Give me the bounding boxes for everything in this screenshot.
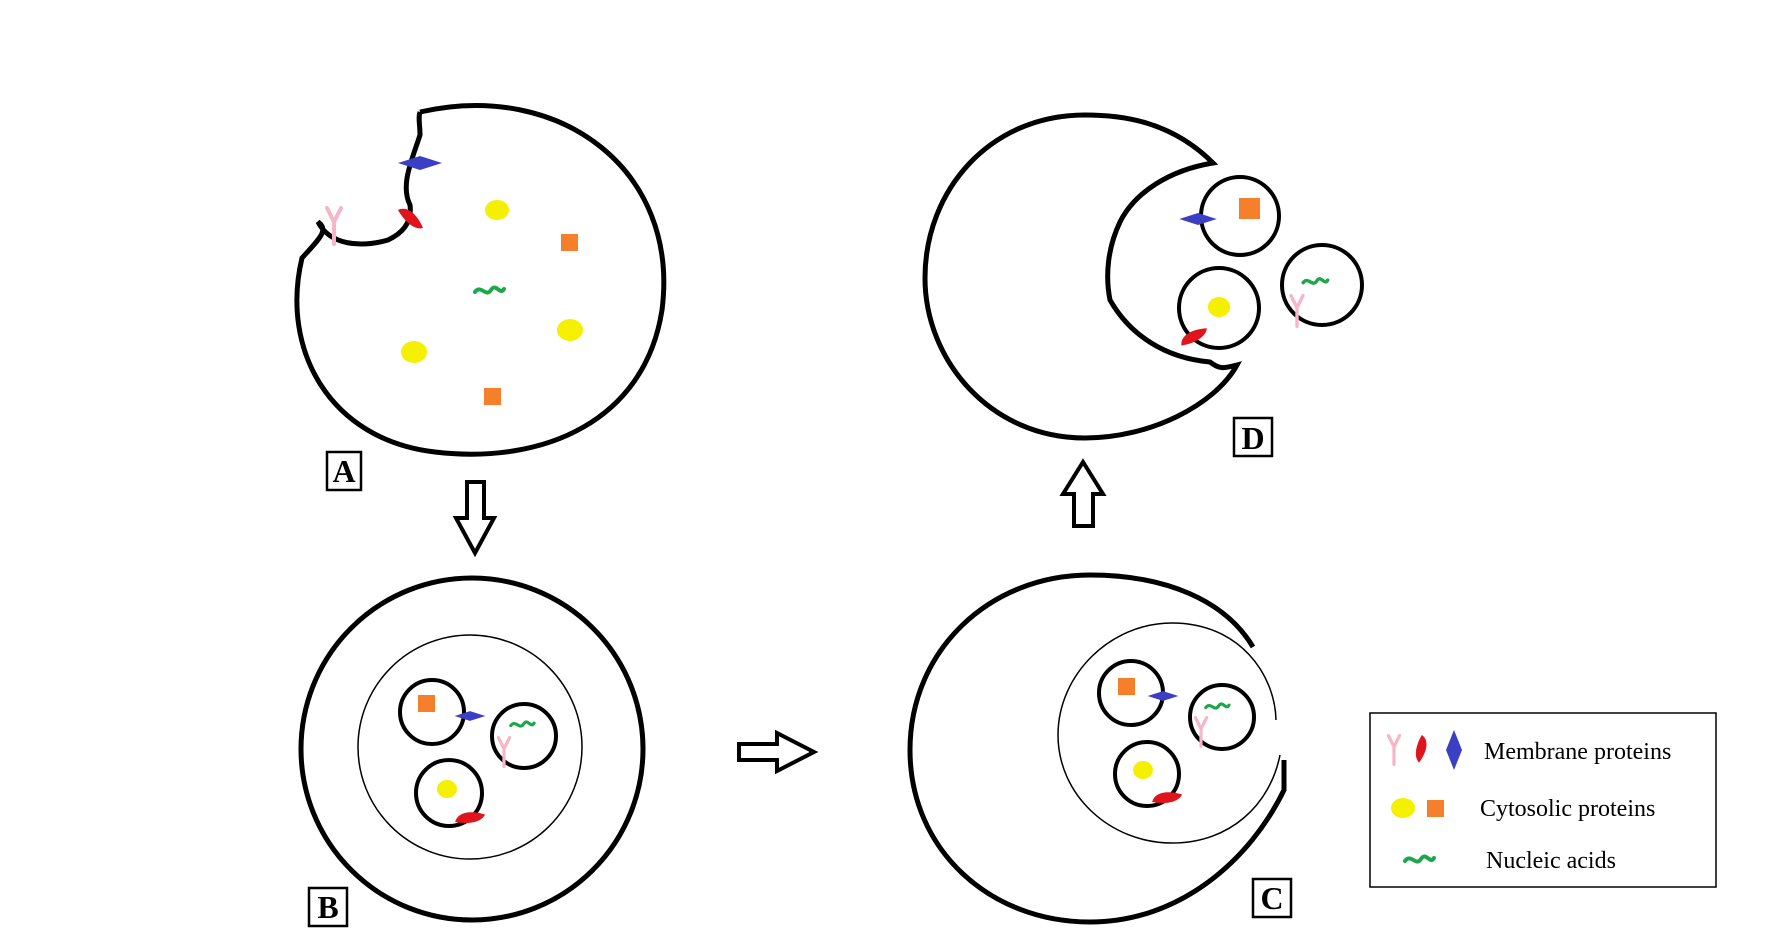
mvb-c-membrane [1057,622,1281,844]
vesicle-d-released [1280,243,1364,327]
blue-membrane-protein-icon [1446,730,1462,770]
cell-a-membrane [294,103,667,457]
cell-d-membrane [922,112,1242,441]
panel-c-label-box [1251,877,1293,919]
arrow-right [737,729,819,775]
cytosolic-protein-yellow [1208,297,1230,317]
blue-membrane-protein-d [1179,213,1217,225]
vesicle-c [1188,683,1256,751]
vesicle-d [1177,266,1261,350]
panel-b-label: B [317,889,338,925]
cytosolic-protein-orange [561,234,578,251]
panel-d-label: D [1241,420,1264,456]
cytosolic-protein-orange [484,388,501,405]
blue-membrane-protein-b [454,711,486,721]
cytosolic-protein-yellow [1133,761,1153,779]
cytosolic-protein-yellow [401,341,427,363]
cytosolic-protein-yellow [485,200,509,220]
arrow-up [1059,458,1107,528]
nucleic-acid [473,285,506,295]
red-membrane-protein-a [398,208,423,229]
blue-membrane-protein-c [1147,691,1179,701]
nucleic-acid [509,720,536,728]
panel-d-label-box [1232,416,1274,458]
panel-b: B [298,575,646,928]
cytosolic-protein-orange [1118,678,1135,695]
cell-b-membrane [298,575,646,923]
panel-c: C [907,572,1293,925]
orange-cytosolic-protein-icon [1427,800,1444,817]
vesicle-b [490,702,558,770]
mvb-b-membrane [357,634,583,860]
legend-nucleic-acids: Nucleic acids [1486,848,1616,874]
yellow-cytosolic-protein-icon [1391,798,1415,818]
legend: Membrane proteins Cytosolic proteins Nuc… [1369,712,1717,888]
nucleic-acid [1204,702,1231,710]
vesicle-b [398,678,466,746]
cytosolic-protein-yellow [557,319,583,341]
cytosolic-protein-orange [418,695,435,712]
cytosolic-protein-yellow [437,780,457,798]
panel-b-label-box [307,886,349,928]
panel-c-label: C [1260,880,1283,916]
arrow-down [452,480,498,558]
panel-a-label: A [332,453,355,489]
vesicle-b [414,758,484,828]
panel-a: A [294,103,667,492]
blue-membrane-protein-a [398,156,442,170]
cytosolic-protein-orange [1239,198,1260,219]
vesicle-c [1113,740,1181,808]
legend-membrane-proteins: Membrane proteins [1484,739,1671,765]
panel-d: D [922,112,1364,458]
panel-a-label-box [325,450,363,492]
nucleic-acid [1301,277,1330,285]
cell-c-membrane [907,572,1287,925]
legend-cytosolic-proteins: Cytosolic proteins [1480,796,1655,822]
